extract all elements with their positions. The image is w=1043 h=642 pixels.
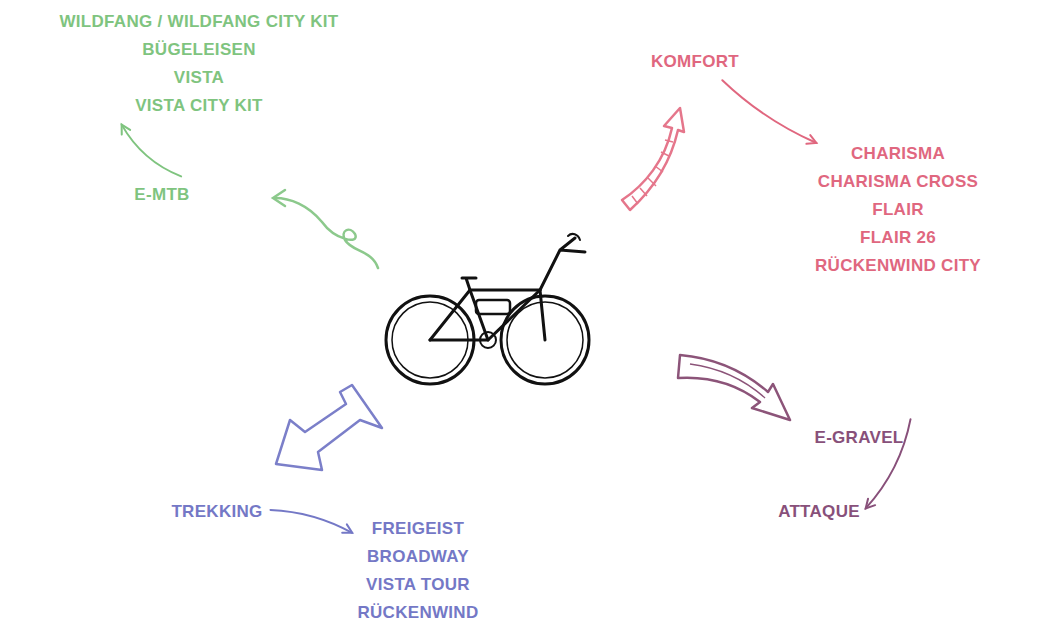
- model-name: VISTA CITY KIT: [59, 92, 338, 120]
- model-name: BÜGELEISEN: [59, 36, 338, 64]
- category-label: TREKKING: [167, 496, 266, 528]
- category-arrow: [678, 355, 790, 420]
- model-name: WILDFANG / WILDFANG CITY KIT: [59, 8, 338, 36]
- category-label: E-GRAVEL: [811, 422, 908, 454]
- arrow-line: [270, 510, 352, 533]
- model-name: VISTA: [59, 64, 338, 92]
- category-label: KOMFORT: [647, 46, 743, 78]
- category-name: E-MTB: [134, 181, 189, 209]
- curved-arrow: [270, 510, 352, 533]
- model-name: CHARISMA: [815, 140, 981, 168]
- model-name: FLAIR: [815, 196, 981, 224]
- category-name: ATTAQUE: [778, 498, 860, 526]
- arrow-line: [722, 80, 816, 143]
- model-list: WILDFANG / WILDFANG CITY KITBÜGELEISENVI…: [55, 6, 342, 122]
- category-arrow: [273, 190, 378, 268]
- model-name: RÜCKENWIND CITY: [815, 252, 981, 280]
- model-name: CHARISMA CROSS: [815, 168, 981, 196]
- category-name: KOMFORT: [651, 48, 739, 76]
- arrow-head: [342, 524, 352, 532]
- model-name: VISTA TOUR: [357, 571, 478, 599]
- curved-arrow: [722, 80, 816, 144]
- arrow-head: [122, 125, 130, 135]
- category-name: TREKKING: [171, 498, 262, 526]
- model-list: FREIGEISTBROADWAYVISTA TOURRÜCKENWIND: [353, 513, 482, 629]
- ebike-sketch: [386, 234, 589, 384]
- arrow-head: [806, 135, 816, 144]
- model-name: BROADWAY: [357, 543, 478, 571]
- category-name: E-GRAVEL: [815, 424, 904, 452]
- category-label: E-MTB: [130, 179, 193, 211]
- category-arrow: [276, 385, 382, 470]
- model-name: RÜCKENWIND: [357, 599, 478, 627]
- arrow-head: [866, 499, 875, 509]
- model-list: CHARISMACHARISMA CROSSFLAIRFLAIR 26RÜCKE…: [811, 138, 985, 282]
- arrow-line: [122, 125, 182, 177]
- category-arrow: [622, 108, 684, 210]
- curved-arrow: [122, 125, 182, 177]
- category-label: ATTAQUE: [774, 496, 864, 528]
- model-name: FREIGEIST: [357, 515, 478, 543]
- model-name: FLAIR 26: [815, 224, 981, 252]
